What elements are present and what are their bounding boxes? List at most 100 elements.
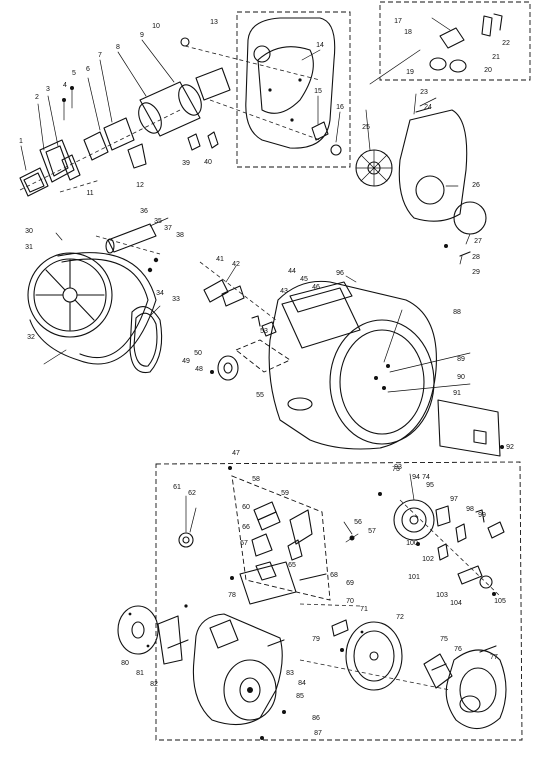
- part-label: 20: [484, 67, 492, 74]
- part-label: 93: [394, 464, 402, 471]
- blower-drum: [210, 275, 437, 450]
- part-label: 34: [156, 290, 164, 297]
- part-label: 83: [286, 670, 294, 677]
- part-label: 62: [188, 490, 196, 497]
- part-label: 29: [472, 269, 480, 276]
- part-label: 105: [494, 598, 506, 605]
- part-label: 98: [466, 506, 474, 513]
- part-label: 6: [86, 66, 90, 73]
- part-label: 22: [502, 40, 510, 47]
- part-label: 40: [204, 159, 212, 166]
- part-label: 91: [453, 390, 461, 397]
- part-label: 12: [136, 182, 144, 189]
- part-label: 85: [296, 693, 304, 700]
- part-label: 30: [25, 228, 33, 235]
- part-label: 14: [316, 42, 324, 49]
- motor-group-box: [155, 461, 523, 741]
- part-label: 81: [136, 670, 144, 677]
- part-label: 16: [336, 104, 344, 111]
- part-label: 36: [140, 208, 148, 215]
- part-label: 38: [176, 232, 184, 239]
- part-label: 101: [408, 574, 420, 581]
- part-label: 44: [288, 268, 296, 275]
- pump-gear-parts: [378, 492, 505, 597]
- part-label: 78: [228, 592, 236, 599]
- part-label: 11: [86, 190, 94, 197]
- part-label: 7: [98, 52, 102, 59]
- part-label: 3: [46, 86, 50, 93]
- part-label: 70: [346, 598, 354, 605]
- part-label: 58: [252, 476, 260, 483]
- part-label: 75: [440, 636, 448, 643]
- part-label: 50: [194, 350, 202, 357]
- motor-and-flanges: [117, 604, 286, 740]
- part-label: 13: [210, 19, 218, 26]
- part-label: 77: [490, 654, 498, 661]
- part-label: 84: [298, 680, 306, 687]
- part-label: 88: [453, 309, 461, 316]
- part-label: 47: [232, 450, 240, 457]
- part-label: 72: [396, 614, 404, 621]
- part-label: 82: [150, 681, 158, 688]
- part-label: 74: [422, 474, 430, 481]
- part-label: 76: [454, 646, 462, 653]
- part-label: 10: [152, 23, 160, 30]
- part-label: 92: [506, 444, 514, 451]
- part-label: 71: [360, 606, 368, 613]
- part-label: 49: [182, 358, 190, 365]
- part-label: 28: [472, 254, 480, 261]
- part-label: 27: [474, 238, 482, 245]
- part-label: 39: [182, 160, 190, 167]
- part-label: 37: [164, 225, 172, 232]
- part-label: 18: [404, 29, 412, 36]
- part-label: 69: [346, 580, 354, 587]
- part-label: 17: [394, 18, 402, 25]
- part-label: 56: [354, 519, 362, 526]
- part-label: 100: [406, 540, 418, 547]
- part-label: 25: [362, 124, 370, 131]
- part-label: 86: [312, 715, 320, 722]
- part-label: 57: [368, 528, 376, 535]
- leader-lines: [20, 39, 471, 535]
- part-label: 4: [63, 82, 67, 89]
- part-label: 66: [242, 524, 250, 531]
- intake-assembly: [19, 37, 321, 197]
- coupling-parts: [178, 466, 361, 652]
- part-label: 97: [450, 496, 458, 503]
- part-label: 95: [426, 482, 434, 489]
- part-label: 42: [232, 261, 240, 268]
- part-label: 90: [457, 374, 465, 381]
- part-label: 96: [336, 270, 344, 277]
- part-label: 41: [216, 256, 224, 263]
- access-panel: [437, 399, 504, 457]
- part-label: 1: [19, 138, 23, 145]
- part-label: 46: [312, 284, 320, 291]
- part-label: 80: [121, 660, 129, 667]
- part-label: 87: [314, 730, 322, 737]
- inset-detail-box: [369, 1, 531, 85]
- part-label: 45: [300, 276, 308, 283]
- part-label: 102: [422, 556, 434, 563]
- part-label: 61: [173, 484, 181, 491]
- part-label: 94: [412, 474, 420, 481]
- part-label: 31: [25, 244, 33, 251]
- part-label: 68: [330, 572, 338, 579]
- part-label: 65: [288, 562, 296, 569]
- part-label: 43: [280, 288, 288, 295]
- fan-and-cover: [355, 97, 487, 257]
- part-label: 67: [240, 540, 248, 547]
- part-label: 8: [116, 44, 120, 51]
- part-label: 9: [140, 32, 144, 39]
- part-label: 33: [172, 296, 180, 303]
- part-label: 24: [424, 104, 432, 111]
- part-label: 2: [35, 94, 39, 101]
- shaft-assembly: [95, 223, 277, 321]
- part-label: 60: [242, 504, 250, 511]
- part-label: 59: [281, 490, 289, 497]
- part-label: 19: [406, 69, 414, 76]
- part-label: 103: [436, 592, 448, 599]
- part-label: 5: [72, 70, 76, 77]
- part-label: 89: [457, 356, 465, 363]
- part-label: 35: [154, 218, 162, 225]
